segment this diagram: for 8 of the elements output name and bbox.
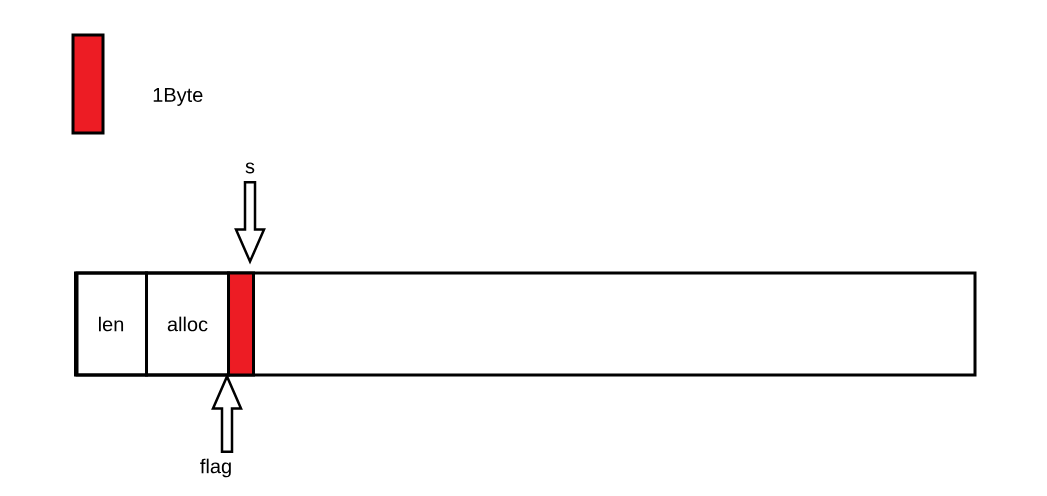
pointer-label: flag <box>200 458 231 478</box>
pointer-label: s <box>245 162 255 174</box>
memory-bar <box>75 271 977 377</box>
block-arrow <box>211 373 243 454</box>
field-cell: len <box>74 271 148 377</box>
flag-byte-cell <box>227 271 255 377</box>
block-arrow <box>234 180 266 265</box>
legend-label: 1Byte <box>153 88 203 106</box>
